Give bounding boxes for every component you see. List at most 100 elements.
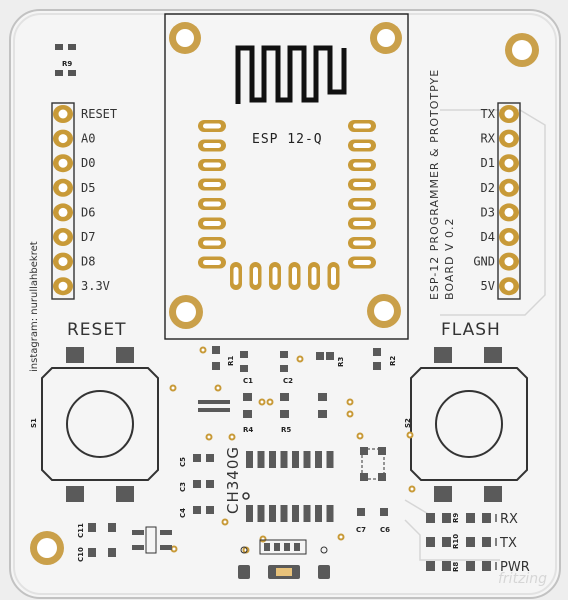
esp-pad-bottom: [230, 262, 242, 290]
smd-capacitors-left: [193, 454, 214, 514]
ref-c7: C7: [356, 526, 366, 534]
r9-top-resistor: R9: [55, 44, 76, 76]
header-pin-label: D0: [81, 156, 95, 170]
header-pin-label: 3.3V: [81, 279, 110, 293]
led-label: RX: [500, 512, 518, 527]
esp-pad-left: [198, 178, 226, 191]
led-rx: RX: [426, 512, 518, 527]
flash-button[interactable]: S2: [404, 347, 528, 502]
esp-pad-left: [198, 139, 226, 152]
header-pin-label: D1: [481, 156, 495, 170]
esp-pad-right: [348, 217, 376, 230]
led-tx: TX: [426, 536, 517, 551]
ref-r4: R4: [243, 426, 253, 434]
header-pin-label: D5: [81, 181, 95, 195]
smd-bottom-left: [88, 523, 172, 557]
header-pin-right-d4[interactable]: D4: [481, 228, 519, 246]
ref-s2: S2: [404, 418, 412, 428]
ref-c11: C11: [77, 523, 85, 538]
ref-c3: C3: [179, 482, 187, 492]
smd-c6-c7: [357, 508, 388, 516]
header-pin-label: D7: [81, 230, 95, 244]
header-pin-label: D6: [81, 205, 95, 219]
ref-c2: C2: [283, 377, 293, 385]
board-title-line2: BOARD V 0.2: [443, 218, 456, 300]
fritzing-watermark: fritzing: [498, 571, 547, 587]
esp-pad-bottom: [308, 262, 320, 290]
esp-pad-left: [198, 217, 226, 230]
ch340g-chip: CH340G: [224, 446, 334, 522]
header-pin-right-tx[interactable]: TX: [481, 105, 519, 123]
ref-s1: S1: [30, 418, 38, 428]
ref-c1: C1: [243, 377, 253, 385]
header-pin-label: D3: [481, 205, 495, 219]
module-name-label: ESP 12-Q: [252, 132, 323, 147]
header-pin-left-d7[interactable]: D7: [53, 228, 95, 246]
esp-pad-bottom: [288, 262, 301, 290]
led-pwr: PWR: [426, 560, 530, 575]
header-pin-label: TX: [481, 107, 496, 121]
credit-text: instagram: nurullahbekret: [29, 241, 40, 372]
reset-button[interactable]: S1: [30, 347, 159, 502]
esp-pad-left: [198, 120, 226, 132]
esp-pad-right: [348, 237, 376, 249]
flash-label: FLASH: [441, 320, 501, 340]
esp-pad-bottom: [249, 262, 262, 290]
header-pin-label: GND: [473, 255, 495, 269]
esp-right-pads: [348, 120, 376, 269]
ref-r8: R8: [452, 562, 460, 572]
board-title-line1: ESP-12 PROGRAMMER & PROTOTPYE: [428, 69, 441, 300]
esp-pad-right: [348, 256, 376, 269]
ref-c6: C6: [380, 526, 390, 534]
esp-pad-left: [198, 198, 226, 210]
esp-pad-right: [348, 178, 376, 191]
status-leds: RX TX PWR: [426, 512, 530, 575]
esp-pad-bottom: [269, 262, 281, 290]
usb-connector: [238, 539, 330, 579]
ref-c5: C5: [179, 457, 187, 467]
antenna-trace: [235, 45, 347, 104]
ref-r10: R10: [452, 534, 460, 549]
esp-left-pads: [198, 120, 226, 269]
header-pin-label: RESET: [81, 107, 117, 121]
header-pin-right-d1[interactable]: D1: [481, 154, 519, 173]
header-pin-left-d8[interactable]: D8: [53, 252, 95, 271]
header-pin-left-d0[interactable]: D0: [53, 154, 95, 173]
header-pin-label: RX: [481, 132, 496, 146]
ref-r9: R9: [452, 513, 460, 523]
ref-r9-top: R9: [62, 60, 72, 68]
ref-r5: R5: [281, 426, 291, 434]
led-label: PWR: [500, 560, 530, 575]
header-pin-left-d5[interactable]: D5: [53, 178, 95, 197]
header-pin-label: D4: [481, 230, 495, 244]
esp-pad-right: [348, 120, 376, 132]
ref-c10: C10: [77, 547, 85, 562]
ref-c4: C4: [179, 508, 187, 518]
esp-bottom-pads: [230, 262, 340, 290]
header-pin-label: D8: [81, 255, 95, 269]
header-pin-label: 5V: [481, 279, 495, 293]
header-pin-right-d2[interactable]: D2: [481, 178, 519, 197]
esp-pad-bottom: [327, 262, 340, 290]
mounting-holes: [30, 22, 539, 565]
header-pin-label: A0: [81, 132, 95, 146]
crystal: [360, 447, 386, 481]
ref-r2: R2: [389, 356, 397, 366]
header-pin-right-rx[interactable]: RX: [481, 129, 519, 148]
esp-pad-right: [348, 139, 376, 152]
chip-label: CH340G: [224, 446, 242, 514]
header-pin-left-reset[interactable]: RESET: [53, 105, 117, 123]
header-pin-right-d3[interactable]: D3: [481, 203, 519, 222]
led-label: TX: [499, 536, 517, 551]
header-pin-left-33v[interactable]: 3.3V: [53, 277, 110, 296]
header-pin-left-a0[interactable]: A0: [53, 129, 95, 148]
header-pin-right-5v[interactable]: 5V: [481, 277, 519, 296]
header-pin-left-d6[interactable]: D6: [53, 203, 95, 222]
esp-module-outline: [164, 13, 409, 340]
header-pin-right-gnd[interactable]: GND: [473, 252, 519, 271]
smd-components-top: [198, 346, 381, 418]
